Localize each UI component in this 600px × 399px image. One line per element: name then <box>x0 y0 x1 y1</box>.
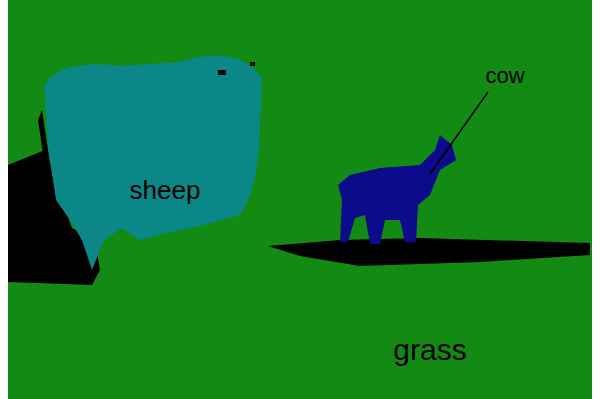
unlabeled-region <box>38 110 56 205</box>
unlabeled-speck <box>218 70 226 75</box>
sheep-region <box>45 56 262 270</box>
leader-line <box>430 92 488 174</box>
shadow-region <box>268 238 590 266</box>
unlabeled-speck <box>250 62 255 66</box>
class-label: grass <box>393 335 466 365</box>
class-label: sheep <box>130 177 201 203</box>
class-label: cow <box>485 65 524 87</box>
cow-region <box>338 135 456 244</box>
grass-region <box>8 0 592 399</box>
